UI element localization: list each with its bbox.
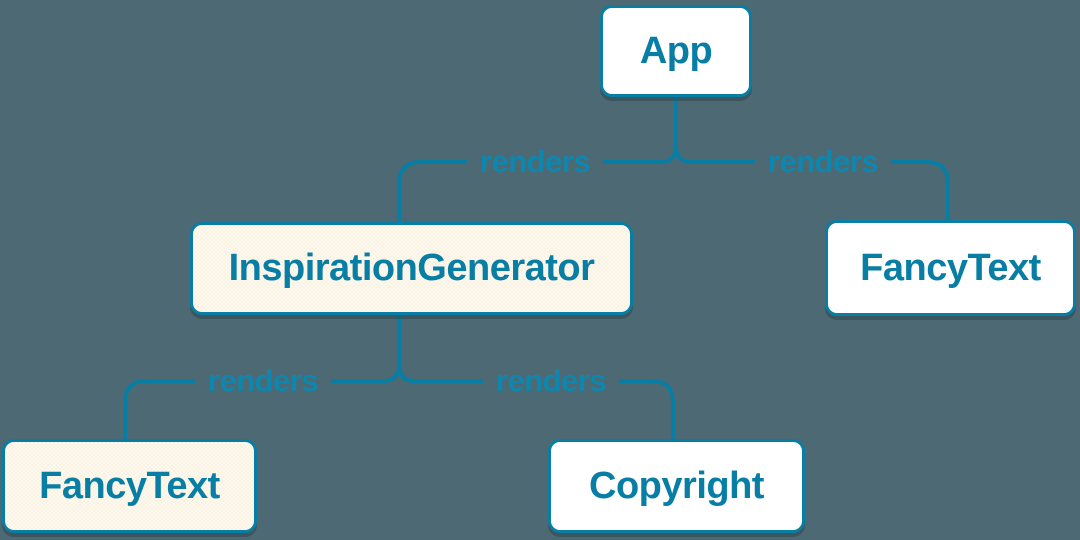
node-inspiration-generator-label: InspirationGenerator [228,247,595,289]
edge-label-renders: renders [466,144,604,180]
node-fancy-text-right-label: FancyText [860,246,1041,289]
node-fancy-text-left: FancyText [2,439,257,533]
node-inspiration-generator: InspirationGenerator [190,222,633,315]
edge-label-renders: renders [754,144,892,180]
node-copyright-label: Copyright [589,464,764,507]
node-app-label: App [639,29,713,72]
node-copyright: Copyright [548,439,805,533]
node-fancy-text-right: FancyText [825,220,1076,316]
edge-label-renders: renders [194,363,332,399]
node-app: App [600,5,752,97]
edge-label-renders: renders [482,363,620,399]
node-fancy-text-left-label: FancyText [39,464,220,507]
